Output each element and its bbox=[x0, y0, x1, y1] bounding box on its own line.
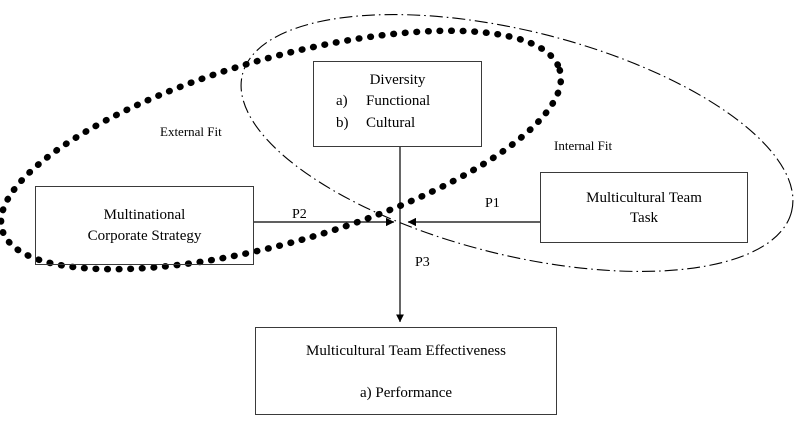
internal-fit-ellipse bbox=[240, 14, 794, 272]
diversity-item-functional: a) Functional bbox=[314, 90, 430, 112]
node-title-team-effectiveness: Multicultural Team Effectiveness bbox=[305, 343, 506, 359]
list-label-functional: Functional bbox=[366, 93, 431, 109]
node-label-line1: Multicultural Team bbox=[586, 189, 702, 206]
list-label-cultural: Cultural bbox=[366, 115, 416, 131]
external-fit-ellipse bbox=[0, 27, 565, 273]
label-proposition-p2: P2 bbox=[292, 207, 307, 222]
node-diversity[interactable]: Diversity a) Functional b) Cultural bbox=[313, 61, 482, 147]
label-proposition-p1: P1 bbox=[485, 196, 500, 211]
label-external-fit: External Fit bbox=[160, 124, 222, 139]
node-multinational-corporate-strategy[interactable]: Multinational Corporate Strategy bbox=[35, 186, 254, 265]
label-proposition-p3: P3 bbox=[415, 255, 430, 270]
list-marker-a: a) bbox=[336, 93, 348, 109]
node-label-line2: Task bbox=[629, 209, 659, 226]
team-effectiveness-item-performance: a) Performance bbox=[359, 385, 453, 401]
node-multicultural-team-effectiveness[interactable]: Multicultural Team Effectiveness a) Perf… bbox=[255, 327, 557, 415]
node-label-line1: Multinational bbox=[103, 206, 186, 223]
label-internal-fit: Internal Fit bbox=[554, 138, 613, 153]
node-label-line2: Corporate Strategy bbox=[87, 227, 202, 244]
node-multicultural-team-task[interactable]: Multicultural Team Task bbox=[540, 172, 748, 243]
node-title-diversity: Diversity bbox=[369, 72, 426, 88]
list-marker-b: b) bbox=[336, 115, 349, 131]
diversity-item-cultural: b) Cultural bbox=[314, 112, 415, 134]
